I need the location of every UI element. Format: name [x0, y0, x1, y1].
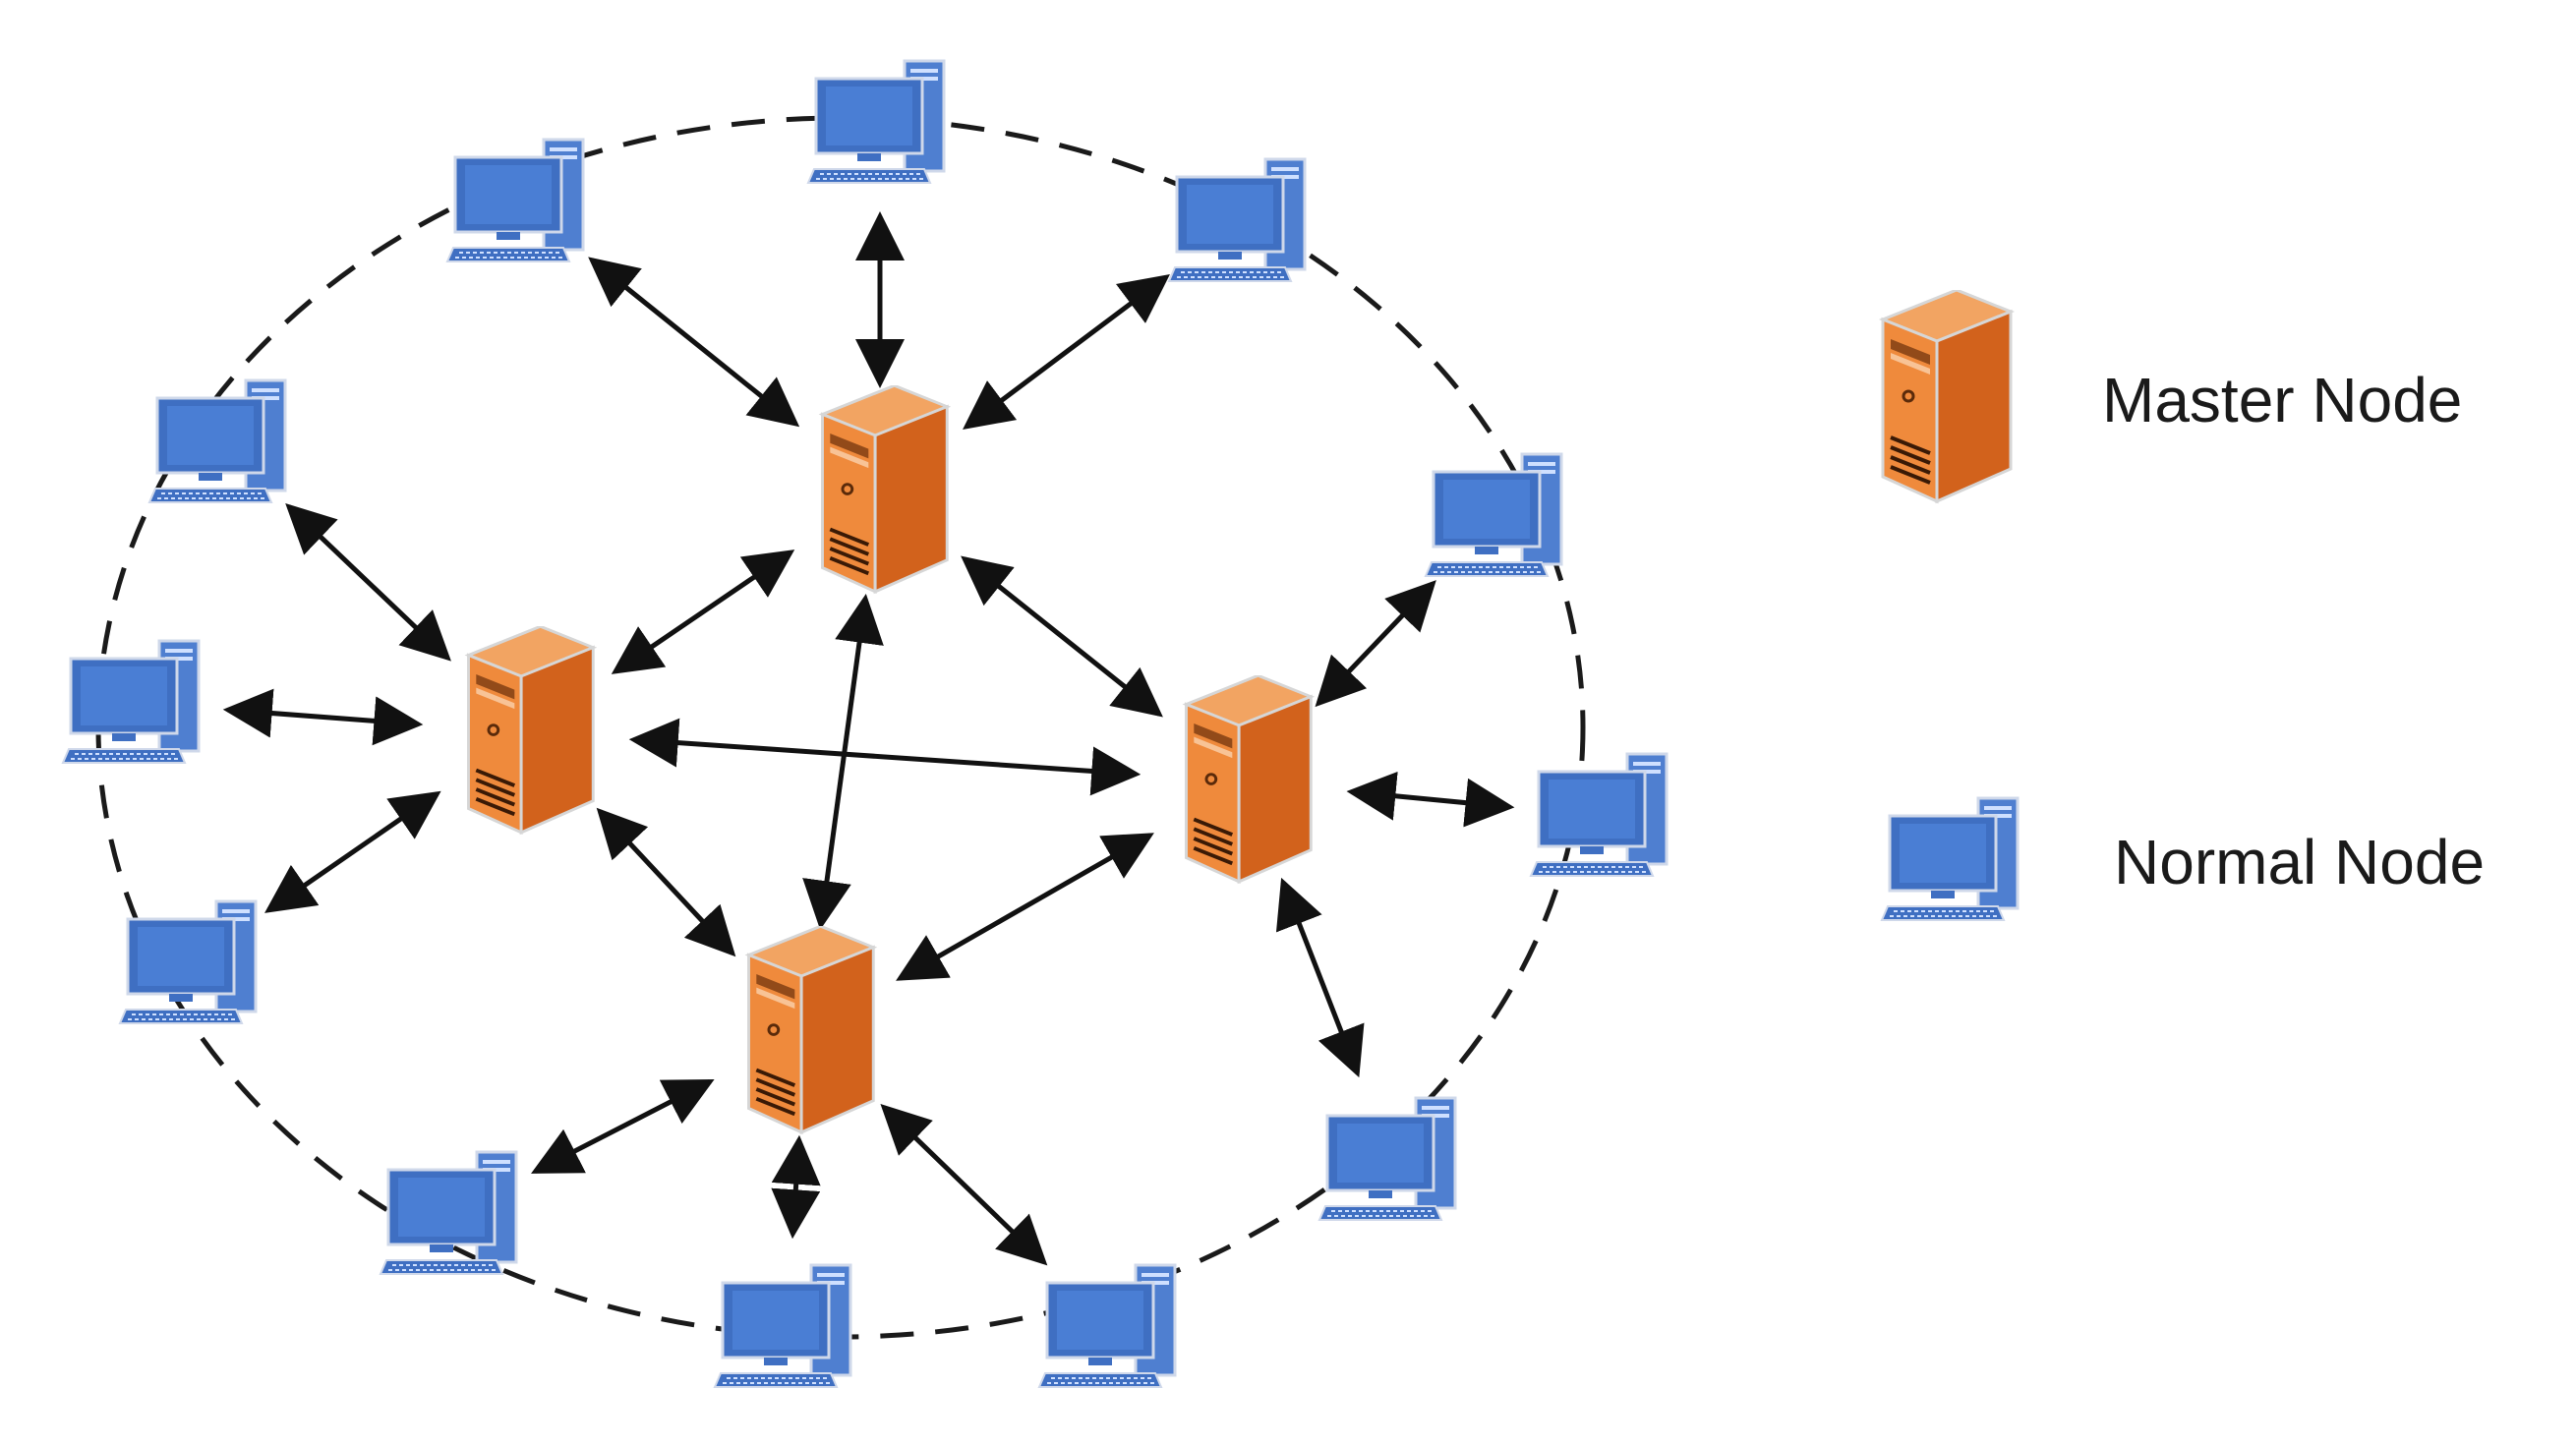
edge-master-left-n-left-lower — [264, 790, 441, 913]
edges-layer — [222, 211, 1515, 1266]
edge-master-left-n-left-upper — [285, 503, 451, 662]
n-bottom-mid-computer-icon — [713, 1263, 852, 1389]
n-bottom-left-computer-icon — [379, 1150, 518, 1276]
edge-master-right-master-bottom — [896, 833, 1154, 981]
edge-master-bottom-n-bottom-right — [880, 1104, 1048, 1266]
legend-normal-node-icon — [1880, 796, 2020, 922]
master-right-server-icon — [1184, 675, 1314, 884]
n-right-upper-computer-icon — [1424, 452, 1563, 578]
master-left-server-icon — [466, 626, 596, 835]
n-right-mid-computer-icon — [1529, 752, 1669, 878]
edge-master-bottom-n-bottom-mid — [771, 1134, 821, 1240]
n-right-lower-computer-icon — [1317, 1096, 1457, 1222]
legend-master-node-icon — [1881, 290, 2013, 503]
n-left-lower-computer-icon — [118, 899, 258, 1025]
n-bottom-right-computer-icon — [1037, 1263, 1177, 1389]
edge-master-left-master-bottom — [596, 807, 736, 957]
edge-master-top-master-bottom — [802, 594, 884, 930]
edge-master-top-master-left — [611, 549, 795, 674]
legend — [1880, 290, 2020, 922]
nodes-layer — [61, 59, 1669, 1389]
n-top-left-computer-icon — [445, 138, 585, 263]
n-left-upper-computer-icon — [147, 378, 287, 504]
legend-master-node-label: Master Node — [2102, 365, 2463, 435]
n-top-computer-icon — [806, 59, 946, 185]
n-left-mid-computer-icon — [61, 639, 201, 765]
edge-master-left-n-left-mid — [222, 688, 424, 746]
edge-master-top-master-right — [961, 555, 1163, 718]
master-top-server-icon — [820, 385, 950, 594]
edge-master-top-n-top-left — [588, 257, 800, 428]
legend-normal-node-label: Normal Node — [2114, 827, 2486, 897]
n-top-right-computer-icon — [1167, 157, 1307, 283]
edge-master-right-n-right-mid — [1346, 771, 1515, 828]
edge-master-top-n-top-right — [963, 273, 1170, 431]
master-bottom-server-icon — [746, 926, 876, 1134]
edge-master-right-n-right-lower — [1275, 877, 1365, 1078]
edge-master-left-master-right — [628, 718, 1142, 796]
edge-master-right-n-right-upper — [1315, 580, 1436, 708]
edge-master-bottom-n-bottom-left — [531, 1078, 715, 1174]
